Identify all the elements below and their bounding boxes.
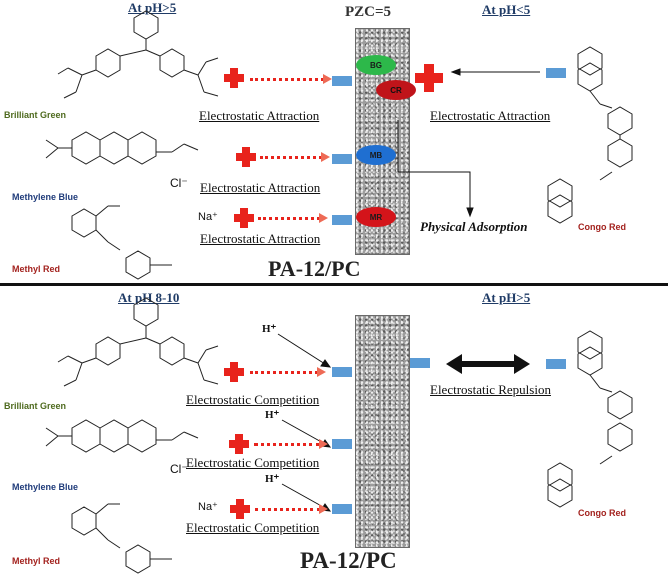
header-bottom-left: At pH 8-10: [118, 290, 180, 305]
ion-cl-bottom: Cl⁻: [170, 462, 188, 476]
plus-icon-mr-bottom: [230, 499, 250, 519]
dye-name-mb-top: Methylene Blue: [12, 192, 79, 202]
binding-site-mb-top: [332, 154, 352, 164]
membrane-bottom: [355, 315, 410, 548]
methyl-red-structure-top: [71, 205, 172, 280]
methyl-red-structure-bottom: [71, 503, 172, 574]
interaction-mb-top: Electrostatic Attraction: [200, 180, 321, 195]
dye-name-cr-top: Congo Red: [578, 222, 626, 232]
binding-site-cr-bottom: [546, 359, 566, 369]
ion-na-bottom: Na⁺: [198, 501, 218, 513]
brilliant-green-structure-top: [57, 10, 219, 99]
dotted-arrow-mr-top: [258, 213, 328, 224]
dotted-arrow-mb-top: [260, 152, 330, 163]
oval-bg: BG: [356, 55, 396, 75]
binding-site-mb-bottom: [332, 439, 352, 449]
dye-name-bg-top: Brilliant Green: [4, 110, 67, 120]
congo-red-structure-top: [547, 46, 633, 224]
dye-name-mb-bottom: Methylene Blue: [12, 482, 79, 492]
membrane-label-bottom: PA-12/PC: [300, 548, 397, 573]
dotted-arrow-mr-bottom: [255, 504, 328, 515]
methylene-blue-structure-bottom: [45, 419, 199, 453]
pzc-label: PZC=5: [345, 4, 392, 20]
interaction-mr-top: Electrostatic Attraction: [200, 231, 321, 246]
dotted-arrow-mb-bottom: [254, 439, 328, 450]
plus-icon-bg-bottom: [224, 362, 244, 382]
dye-name-cr-bottom: Congo Red: [578, 508, 626, 518]
congo-red-structure-bottom: [547, 330, 633, 508]
interaction-cr-top: Electrostatic Attraction: [430, 108, 551, 123]
brilliant-green-structure-bottom: [57, 297, 219, 387]
interaction-bg-bottom: Electrostatic Competition: [186, 392, 320, 407]
interaction-cr-bottom: Electrostatic Repulsion: [430, 382, 551, 397]
oval-mr: MR: [356, 207, 396, 227]
proton-label-2: H⁺: [265, 409, 280, 421]
plus-icon-bg-top: [224, 68, 244, 88]
header-top-left: At pH>5: [128, 0, 177, 15]
ion-na-top: Na⁺: [198, 211, 218, 223]
section-divider: [0, 283, 668, 286]
membrane-label-top: PA-12/PC: [268, 256, 361, 281]
binding-site-bg-bottom: [332, 367, 352, 377]
oval-cr: CR: [376, 80, 416, 100]
interaction-mr-bottom: Electrostatic Competition: [186, 520, 320, 535]
header-bottom-right: At pH>5: [482, 290, 531, 305]
plus-icon-mr-top: [234, 208, 254, 228]
dotted-arrow-bg-bottom: [250, 367, 326, 378]
dye-name-mr-bottom: Methyl Red: [12, 556, 61, 566]
header-top-right: At pH<5: [482, 2, 531, 17]
interaction-mb-bottom: Electrostatic Competition: [186, 455, 320, 470]
binding-site-mr-top: [332, 215, 352, 225]
plus-icon-cr-top: [415, 64, 443, 92]
dotted-arrow-bg-top: [250, 74, 332, 85]
plus-icon-mb-top: [236, 147, 256, 167]
binding-site-mr-bottom: [332, 504, 352, 514]
dye-name-bg-bottom: Brilliant Green: [4, 401, 67, 411]
dye-name-mr-top: Methyl Red: [12, 264, 61, 274]
oval-mb: MB: [356, 145, 396, 165]
proton-label-3: H⁺: [265, 473, 280, 485]
proton-label-1: H⁺: [262, 323, 277, 335]
binding-site-bg-top: [332, 76, 352, 86]
binding-site-membrane-right-bottom: [410, 358, 430, 368]
interaction-bg-top: Electrostatic Attraction: [199, 108, 320, 123]
plus-icon-mb-bottom: [229, 434, 249, 454]
binding-site-cr-top: [546, 68, 566, 78]
methylene-blue-structure-top: [45, 131, 199, 165]
physical-adsorption-label: Physical Adsorption: [420, 219, 528, 234]
ion-cl-top: Cl⁻: [170, 176, 188, 190]
